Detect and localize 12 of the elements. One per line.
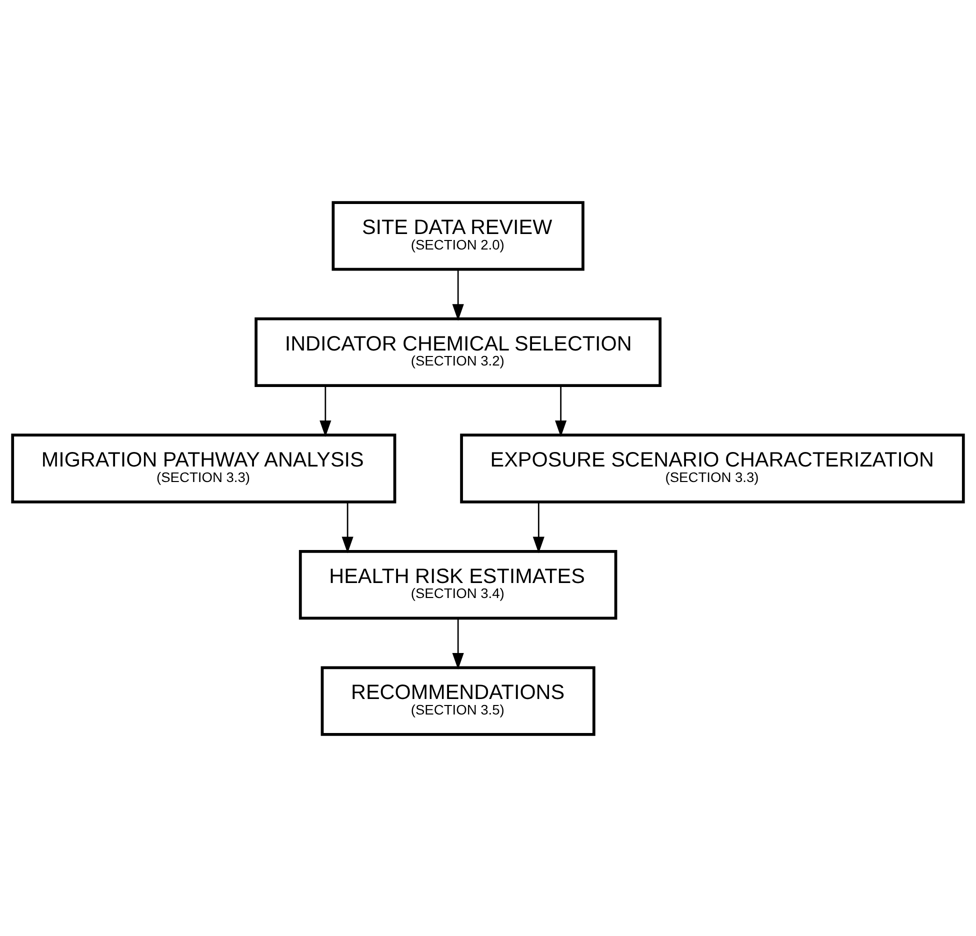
node-box: INDICATOR CHEMICAL SELECTION (SECTION 3.2) [254,316,662,387]
node-box: MIGRATION PATHWAY ANALYSIS (SECTION 3.3) [11,433,396,503]
arrow [532,502,544,553]
node-box: RECOMMENDATIONS (SECTION 3.5) [320,666,596,736]
arrow [320,385,332,437]
arrow [452,269,464,320]
arrow [452,618,464,670]
node-box: HEALTH RISK ESTIMATES (SECTION 3.4) [298,549,618,620]
node-box: EXPOSURE SCENARIO CHARACTERIZATION (SECTION 3.3) [460,433,965,503]
arrow [555,385,567,437]
node-box: SITE DATA REVIEW (SECTION 2.0) [332,200,584,270]
arrow [342,502,354,553]
